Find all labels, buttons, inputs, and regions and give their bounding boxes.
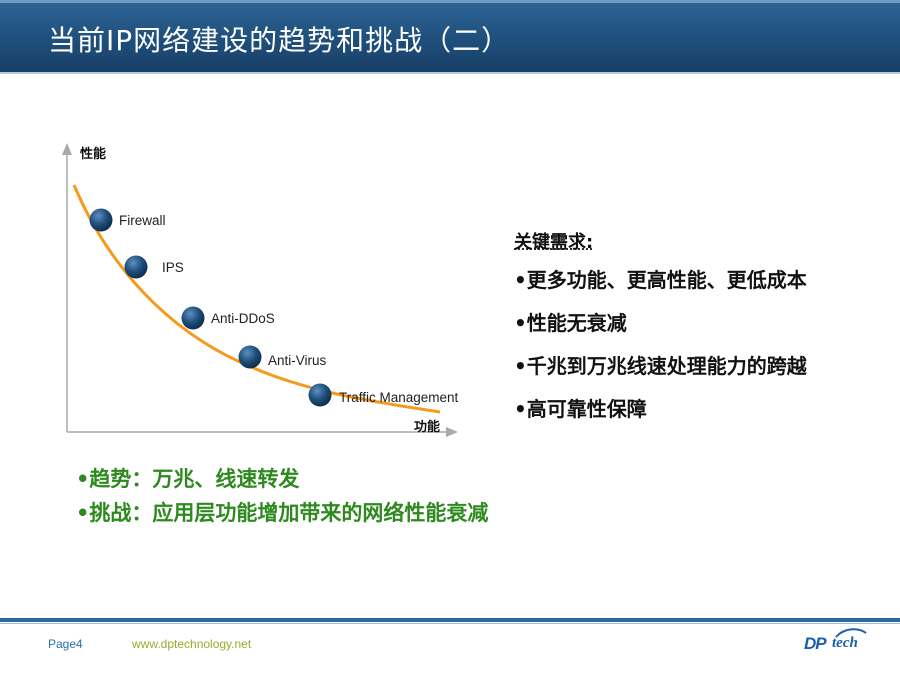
requirements-title: 关键需求: (514, 232, 594, 253)
trend-challenge-summary: •趋势：万兆、线速转发 •挑战：应用层功能增加带来的网络性能衰减 (76, 463, 488, 531)
logo-dp-text: DP (804, 634, 827, 653)
node-traffic-management: Traffic Management (308, 383, 459, 407)
node-marker (181, 306, 205, 330)
footer-divider-thin (0, 623, 900, 624)
node-marker (89, 208, 113, 232)
node-label: Firewall (119, 213, 166, 228)
node-marker (124, 255, 148, 279)
node-marker (308, 383, 332, 407)
challenge-line: •挑战：应用层功能增加带来的网络性能衰减 (76, 501, 489, 525)
node-marker (238, 345, 262, 369)
logo-tech-text: tech (832, 635, 858, 651)
requirement-item: •千兆到万兆线速处理能力的跨越 (514, 354, 807, 378)
y-axis-arrow (62, 143, 72, 155)
node-label: IPS (162, 260, 184, 275)
logo-swoosh-icon (835, 628, 867, 638)
title-bar-highlight (0, 0, 900, 3)
x-axis-arrow (446, 427, 458, 437)
node-ips: IPS (124, 255, 184, 279)
node-firewall: Firewall (89, 208, 166, 232)
x-axis-label: 功能 (414, 419, 440, 435)
title-bar: 当前IP网络建设的趋势和挑战（二） (0, 0, 900, 72)
key-requirements: 关键需求: •更多功能、更高性能、更低成本 •性能无衰减 •千兆到万兆线速处理能… (514, 228, 807, 436)
requirement-item: •更多功能、更高性能、更低成本 (514, 268, 807, 292)
requirement-item: •性能无衰减 (514, 311, 627, 335)
node-anti-ddos: Anti-DDoS (181, 306, 275, 330)
trend-line: •趋势：万兆、线速转发 (76, 467, 300, 491)
slide-title: 当前IP网络建设的趋势和挑战（二） (48, 24, 511, 57)
node-label: Anti-Virus (268, 353, 327, 368)
y-axis-label: 性能 (80, 146, 106, 162)
footer-divider (0, 618, 900, 622)
requirement-item: •高可靠性保障 (514, 397, 647, 421)
title-divider (0, 72, 900, 74)
node-label: Anti-DDoS (211, 311, 275, 326)
node-label: Traffic Management (339, 390, 459, 405)
website-link[interactable]: www.dptechnology.net (132, 637, 252, 651)
dptech-logo: DP tech (800, 627, 872, 655)
page-number: Page4 (48, 637, 83, 651)
node-anti-virus: Anti-Virus (238, 345, 327, 369)
